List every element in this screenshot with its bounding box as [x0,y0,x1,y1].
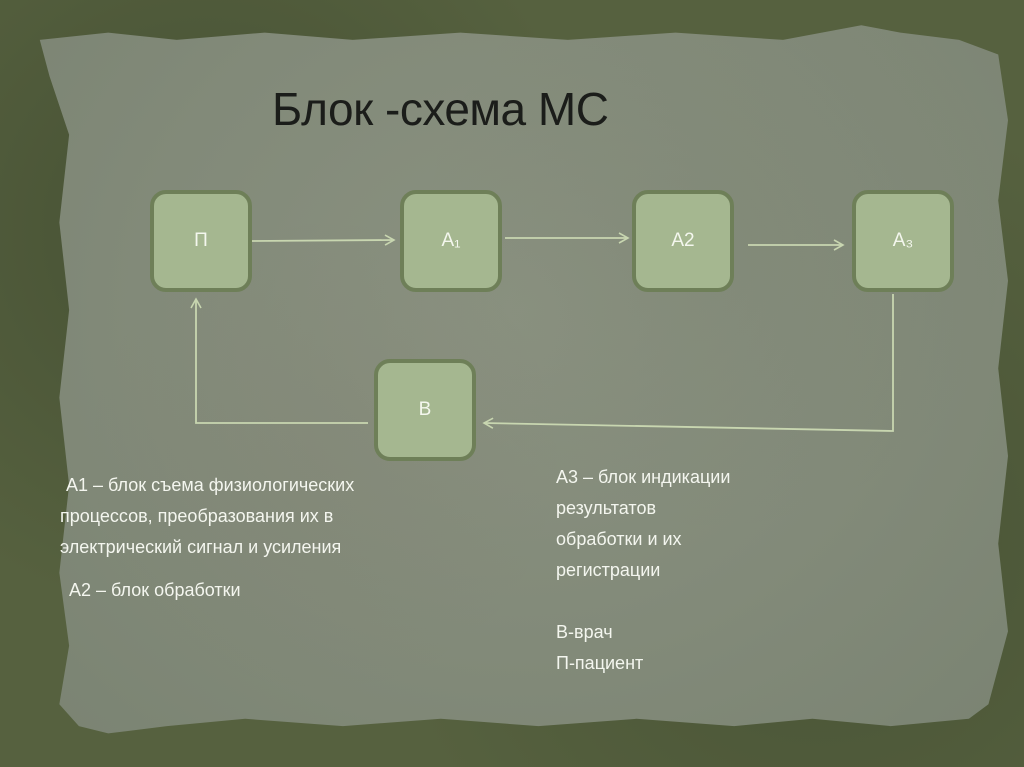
node-label: A₁ [441,230,461,251]
arrow-b-to-p [190,297,368,424]
legend-a3-line: А3 – блок индикации [556,467,731,487]
legend-a1-line: А1 – блок съема физиологических [66,475,355,495]
paper-background [39,25,1008,734]
node-doctor: В [374,359,476,461]
arrow-a3-to-b [482,294,894,432]
legend-a2: А2 – блок обработки [69,580,241,600]
legend-a3-line: обработки и их [556,529,682,549]
node-a1: A₁ [400,190,502,292]
slide-title: Блок -схема МС [272,83,609,135]
node-patient: П [150,190,252,292]
legend-right: А3 – блок индикации результатов обработк… [556,462,730,679]
arrow-p-to-a1 [250,234,396,246]
node-a3: A₃ [852,190,954,292]
legend-left: А1 – блок съема физиологических процессо… [60,470,354,606]
legend-a1-line: электрический сигнал и усиления [60,537,342,557]
node-label: П [194,230,208,251]
legend-a1-line: процессов, преобразования их в [60,506,334,526]
node-a2: A2 [632,190,734,292]
legend-a3-line: результатов [556,498,657,518]
node-label: A2 [671,230,695,251]
node-label: В [418,399,432,420]
legend-doctor: В-врач [556,622,613,642]
legend-a3-line: регистрации [556,560,661,580]
legend-patient: П-пациент [556,653,644,673]
node-label: A₃ [892,230,914,251]
